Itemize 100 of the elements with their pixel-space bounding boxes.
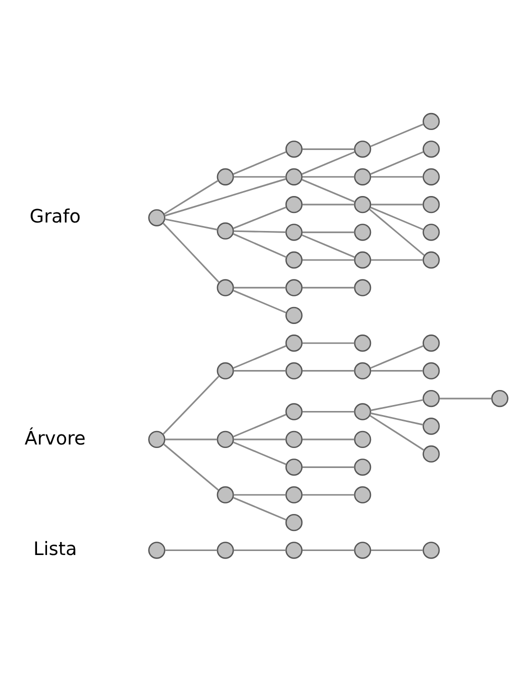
connector <box>370 150 424 174</box>
connector <box>162 222 220 282</box>
node-circle <box>354 168 371 185</box>
node-circle <box>354 541 371 558</box>
connector <box>370 258 423 260</box>
node-circle <box>284 402 302 420</box>
connector <box>232 150 286 174</box>
connector <box>162 443 218 490</box>
connector <box>164 178 286 216</box>
node-circle <box>284 430 302 448</box>
connector <box>370 176 423 178</box>
connector <box>302 342 354 344</box>
node-circle <box>216 362 234 379</box>
connector <box>370 122 424 147</box>
connector <box>301 178 355 202</box>
connector <box>302 231 354 233</box>
node-circle <box>284 168 302 185</box>
connector <box>302 494 354 496</box>
node-circle <box>422 417 440 434</box>
connector <box>302 548 354 551</box>
connector <box>164 438 217 440</box>
node-circle <box>354 250 371 268</box>
connector <box>302 370 354 372</box>
connector <box>163 179 218 214</box>
connector <box>233 370 286 372</box>
connector <box>370 206 424 230</box>
node-circle <box>284 250 302 268</box>
label: Grafo <box>29 206 80 228</box>
node-circle <box>216 541 234 558</box>
connector <box>370 548 423 551</box>
connector <box>233 548 286 551</box>
node-circle <box>422 444 440 462</box>
label: Árvore <box>24 428 86 449</box>
connector <box>233 438 286 440</box>
node-circle <box>284 513 302 531</box>
node-circle <box>284 362 302 379</box>
node-circle <box>422 250 440 268</box>
connector <box>232 440 286 465</box>
node-circle <box>422 196 440 213</box>
node-circle <box>422 168 440 185</box>
node-circle <box>284 278 302 296</box>
node-circle <box>422 389 440 407</box>
node-circle <box>354 196 371 213</box>
node-circle <box>354 430 371 448</box>
connector <box>370 398 423 411</box>
connector <box>302 438 354 440</box>
connector <box>370 203 423 205</box>
connector <box>162 374 220 434</box>
node-circle <box>422 140 440 158</box>
node-circle <box>354 223 371 240</box>
node-circle <box>148 541 165 558</box>
node-circle <box>284 458 302 476</box>
node-circle <box>284 541 302 558</box>
node-circle <box>284 196 302 213</box>
connector <box>233 286 286 288</box>
node-circle <box>284 486 302 503</box>
label: Lista <box>32 538 76 560</box>
node-circle <box>354 486 371 503</box>
node-circle <box>422 223 440 240</box>
node-circle <box>422 362 440 379</box>
node-circle <box>354 334 371 352</box>
connector <box>370 412 423 426</box>
connector <box>370 370 423 372</box>
node-circle <box>284 334 302 352</box>
node-circle <box>216 278 234 296</box>
connector <box>369 414 424 450</box>
connector <box>302 258 354 260</box>
node-circle <box>354 140 371 158</box>
node-circle <box>422 334 440 352</box>
node-circle <box>284 140 302 158</box>
connector <box>233 176 286 178</box>
connector <box>232 232 286 258</box>
connector <box>370 344 424 368</box>
connector <box>302 410 354 412</box>
connector <box>302 203 354 205</box>
node-circle <box>216 486 234 503</box>
connector <box>301 150 355 174</box>
node-circle <box>284 223 302 240</box>
connector <box>233 494 286 496</box>
connector <box>302 148 354 150</box>
connector <box>233 230 286 232</box>
connector <box>232 206 286 229</box>
connector <box>302 466 354 468</box>
connector <box>302 176 354 178</box>
connector <box>232 344 286 368</box>
node-circle <box>354 402 371 420</box>
node-circle <box>490 389 508 407</box>
node-circle <box>216 430 234 448</box>
connector <box>302 286 354 288</box>
node-circle <box>354 458 371 476</box>
connector <box>439 397 492 399</box>
node-circle <box>148 208 165 226</box>
node-circle <box>422 541 440 558</box>
connector <box>232 289 286 313</box>
node-circle <box>216 168 234 185</box>
connector <box>164 218 218 230</box>
connector <box>301 234 355 258</box>
node-circle <box>284 306 302 324</box>
node-circle <box>354 278 371 296</box>
node-circle <box>148 430 165 448</box>
